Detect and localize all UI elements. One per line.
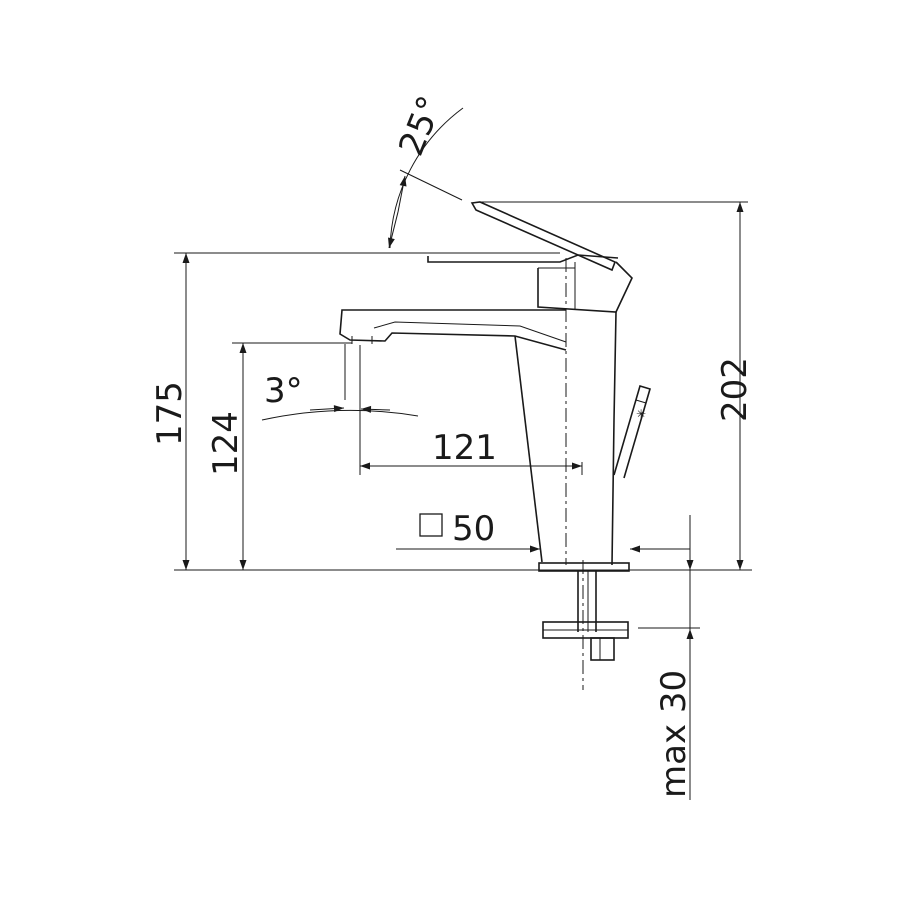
square-symbol-icon — [419, 513, 443, 537]
dimension-spout-reach: 121 — [360, 428, 582, 470]
handle-head — [537, 261, 633, 313]
dimension-body-height: 175 — [150, 253, 190, 570]
dimension-max-thickness: max 30 — [654, 515, 694, 800]
body-height-label: 175 — [150, 381, 190, 446]
dimension-lever-angle: 25° — [388, 91, 464, 249]
spout-reach-label: 121 — [432, 428, 497, 468]
popup-rod — [613, 385, 651, 479]
dimension-total-height: 202 — [715, 202, 755, 570]
total-height-label: 202 — [715, 357, 755, 422]
spout — [339, 309, 567, 351]
spout-height-label: 124 — [206, 411, 246, 476]
extension-lines — [174, 169, 752, 629]
lever-angle-label: 25° — [391, 91, 451, 162]
dimension-spout-angle: 3° — [261, 371, 419, 421]
top-plate — [427, 254, 619, 263]
dimension-base-size: 50 — [396, 509, 690, 553]
base-size-label: 50 — [452, 509, 495, 549]
body-right-edge — [611, 311, 617, 566]
base-plate — [538, 562, 630, 572]
body-left-edge — [514, 335, 543, 563]
mounting-shank — [577, 571, 597, 632]
lever-handle — [470, 201, 617, 272]
cold-mark-icon: ✳ — [636, 407, 646, 421]
max-thickness-label: max 30 — [654, 670, 694, 798]
dimension-spout-height: 124 — [206, 343, 247, 570]
spout-angle-label: 3° — [264, 371, 303, 411]
faucet-outline: ✳ — [339, 201, 651, 690]
nut-bolt — [590, 637, 615, 661]
